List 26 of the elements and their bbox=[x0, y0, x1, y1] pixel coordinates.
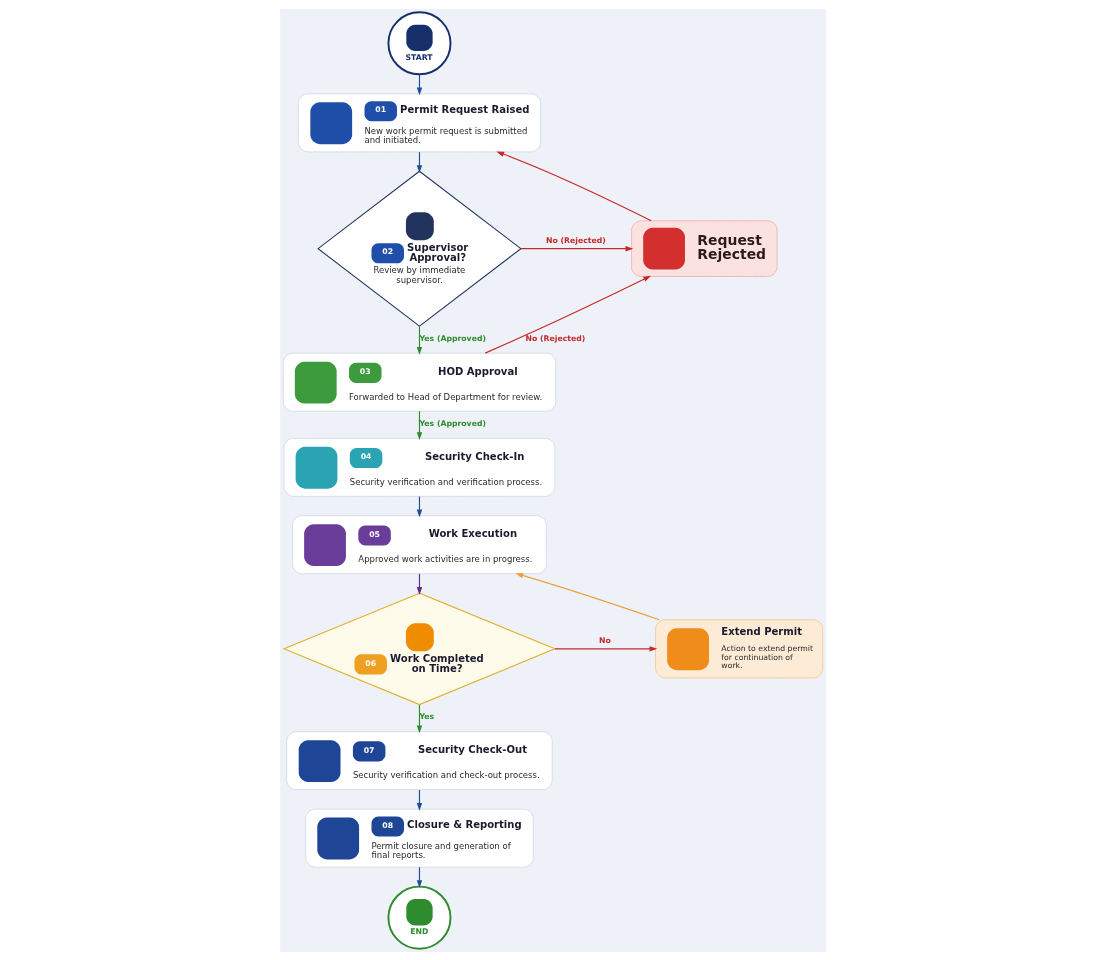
arrow bbox=[496, 150, 652, 221]
edge-label: Yes (Approved) bbox=[419, 418, 486, 428]
node-circle: END bbox=[387, 885, 452, 950]
node-diamond: 02 Supervisor Approval? Review by immediate supervisor. bbox=[317, 170, 522, 327]
node-box: Extend Permit Action to extend permit for continuation of work. bbox=[655, 618, 824, 678]
arrow bbox=[515, 572, 660, 620]
edge-label: No (Rejected) bbox=[546, 235, 606, 245]
node-box: 03 HOD Approval Forwarded to Head of Department for review. bbox=[282, 352, 557, 412]
node-box: 08 Closure & Reporting Permit closure and generation of final reports. bbox=[305, 808, 534, 868]
node-box: 07 Security Check-Out Security verification and check-out process. bbox=[286, 730, 553, 790]
arrow bbox=[484, 275, 652, 354]
arrow bbox=[416, 325, 423, 355]
edge-label: Yes (Approved) bbox=[419, 333, 486, 343]
edge-label: Yes bbox=[419, 711, 435, 721]
node-box: 04 Security Check-In Security verification and verification process. bbox=[283, 437, 556, 497]
arrow bbox=[554, 645, 658, 652]
edge-label: No (Rejected) bbox=[525, 333, 586, 343]
arrow bbox=[520, 245, 634, 251]
node-diamond: 06 Work Completed on Time? bbox=[282, 592, 557, 705]
node-box: 05 Work Execution Approved work activities are in progress. bbox=[292, 514, 547, 574]
node-box: Request Rejected bbox=[631, 219, 778, 277]
edge-label: No bbox=[599, 635, 611, 645]
node-box: 01 Permit Request Raised New work permit request is submitted and initiated. bbox=[297, 92, 542, 152]
arrow bbox=[416, 410, 423, 440]
node-circle: START bbox=[387, 10, 452, 75]
arrow bbox=[416, 703, 423, 733]
